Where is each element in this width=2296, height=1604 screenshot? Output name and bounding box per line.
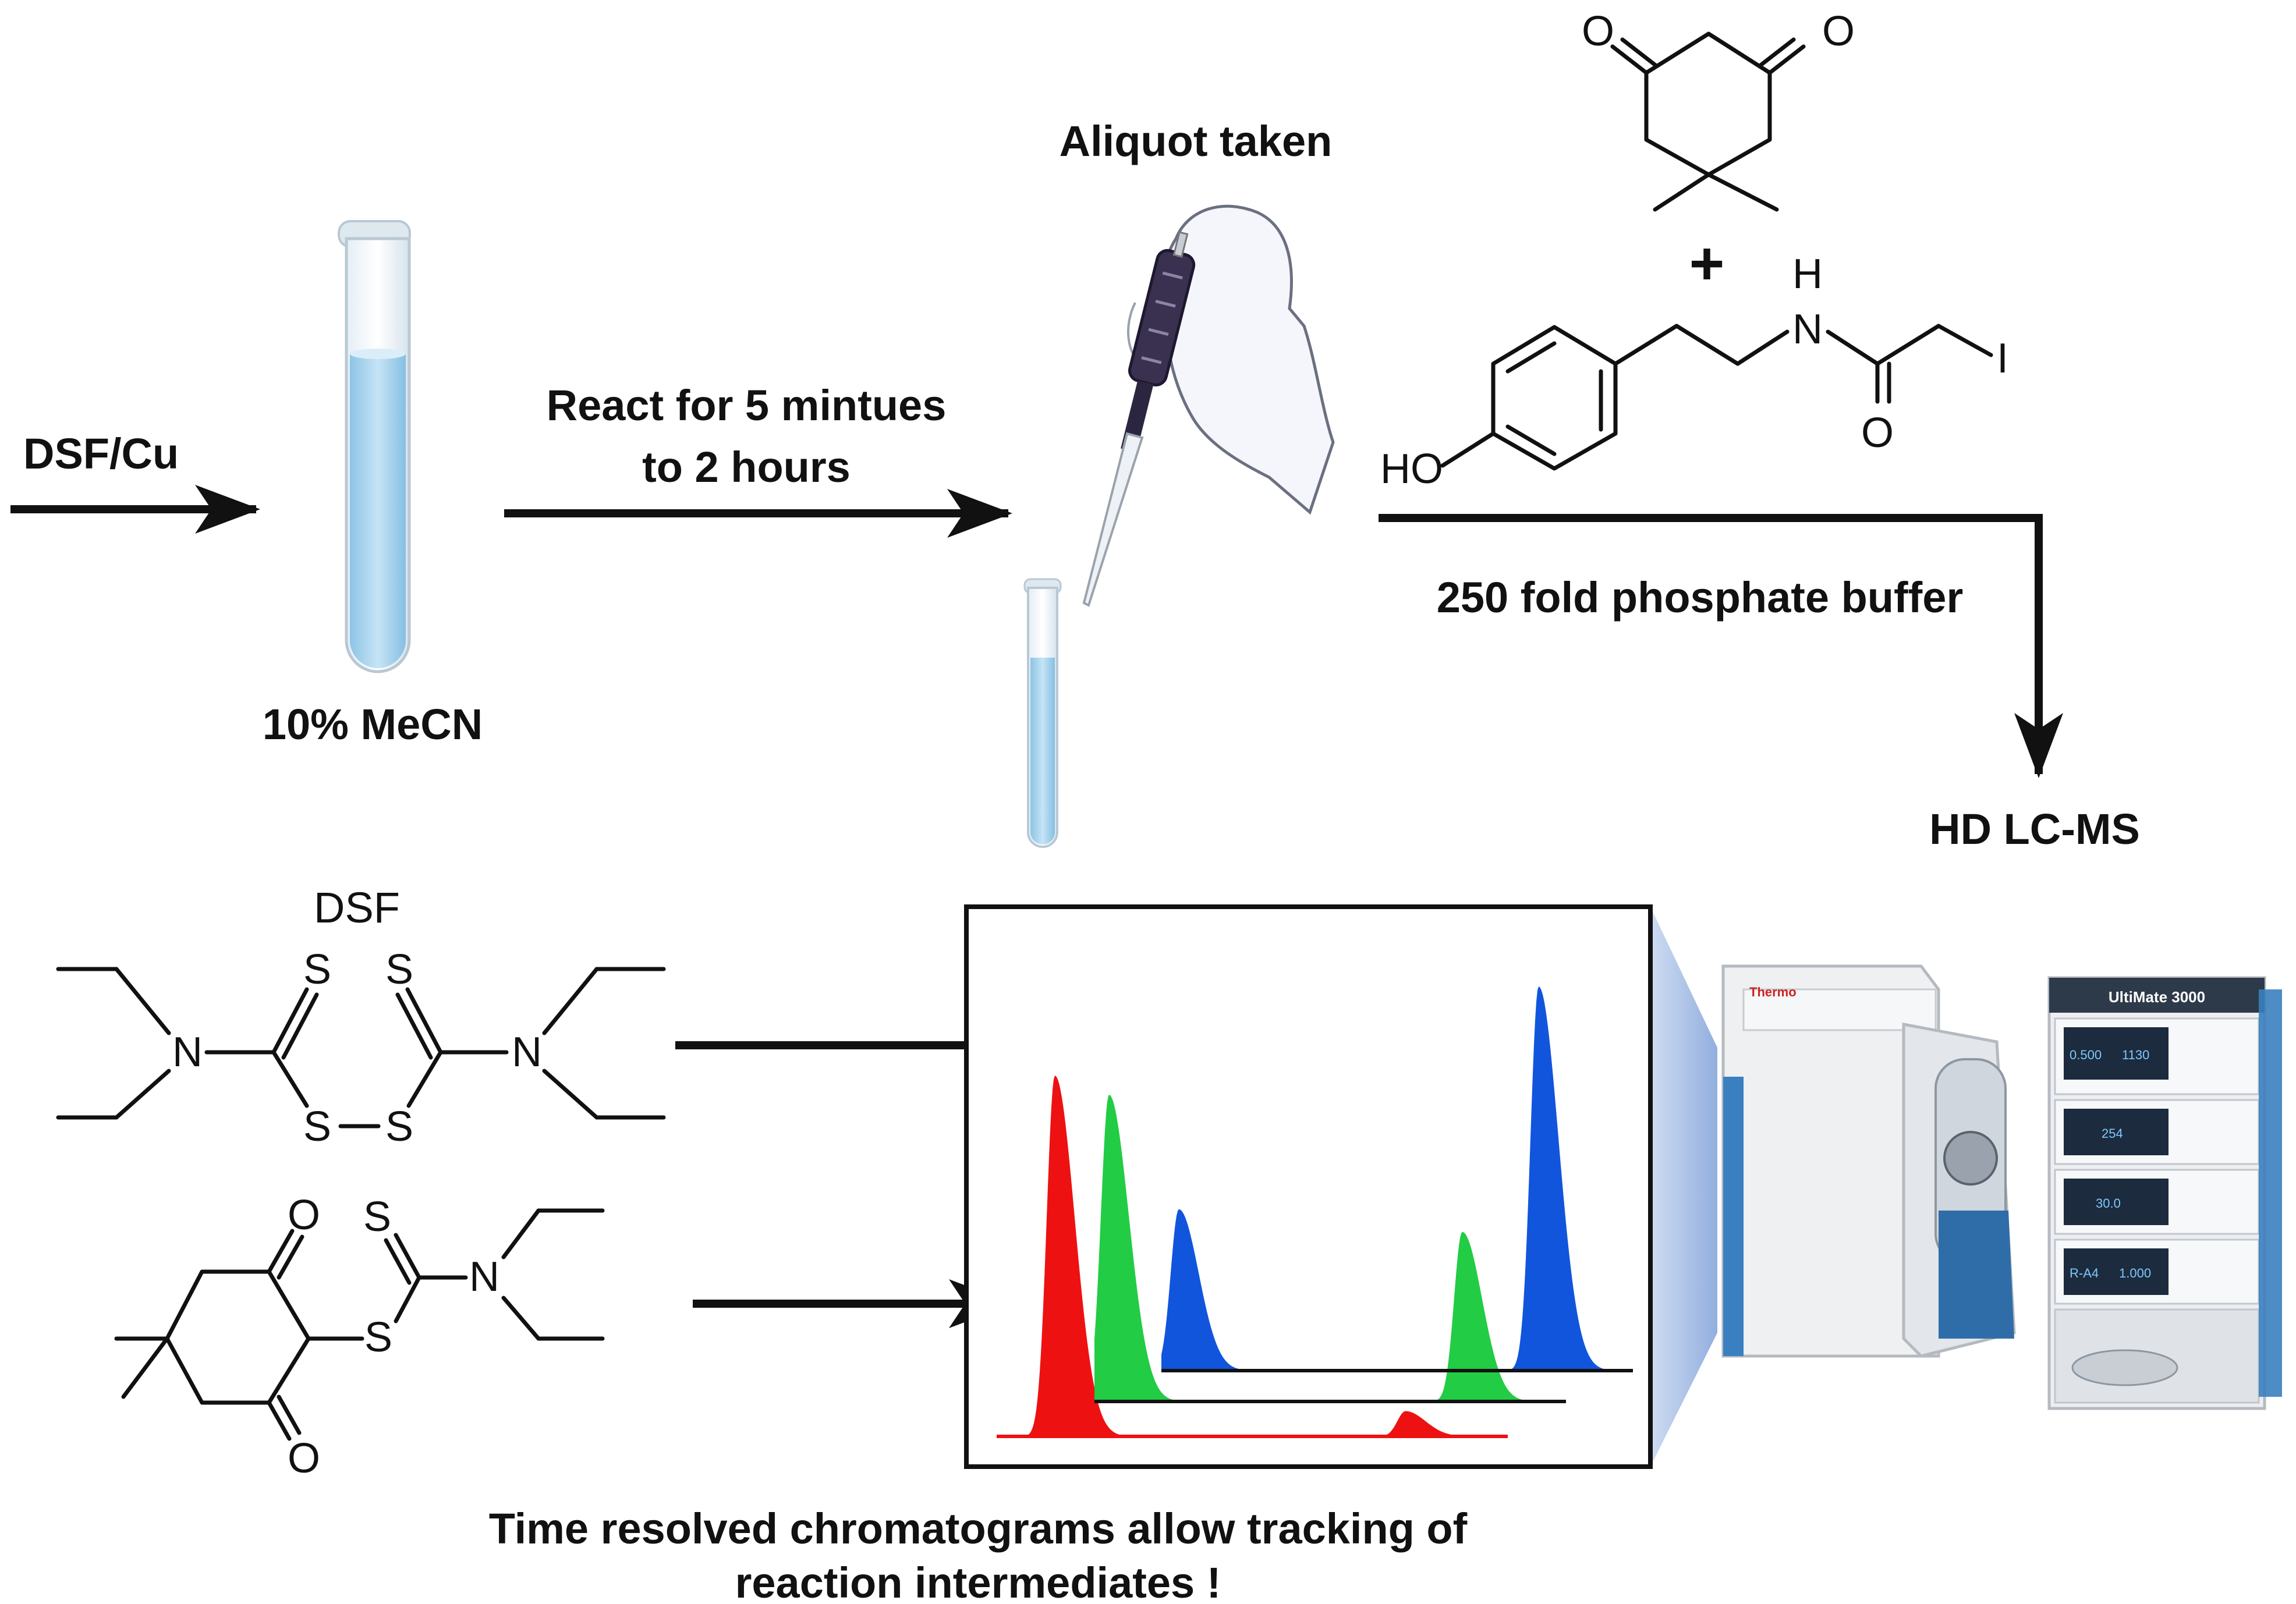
tyramine-hydrogen: H xyxy=(1792,251,1823,297)
chromatogram-trace-green xyxy=(1094,1095,1566,1401)
adduct-oxygen-1: O xyxy=(288,1192,320,1239)
dsf-nitrogen-1: N xyxy=(172,1029,203,1076)
adduct-sulfur-1: S xyxy=(364,1314,392,1361)
reaction-time-label-1: React for 5 mintues xyxy=(547,381,947,430)
aliquot-label: Aliquot taken xyxy=(1060,117,1333,165)
dsf-structure: N S S S S N xyxy=(56,946,666,1150)
pipette-hand-icon xyxy=(1023,204,1335,848)
buffer-arrow xyxy=(1379,514,2063,778)
zoom-funnel xyxy=(1650,907,1717,1467)
adduct-sulfur-2: S xyxy=(363,1194,391,1240)
lc-module-1: 0.500 1130 xyxy=(2054,1017,2260,1095)
tyramine-iodine: I xyxy=(1997,335,2008,382)
chromatogram-plot xyxy=(997,986,1633,1438)
tyramine-oxygen: O xyxy=(1861,410,1894,456)
test-tube-icon xyxy=(338,220,411,673)
instrument-label: HD LC-MS xyxy=(1929,805,2140,853)
chromatogram-trace-red xyxy=(997,1076,1508,1436)
dsf-sulfur-1: S xyxy=(303,946,331,993)
tyramine-hydroxyl: HO xyxy=(1380,446,1443,492)
lc-ms-instrument-icon: Thermo UltiMate 3000 0.500 1130 254 30.0 xyxy=(1721,964,2282,1410)
instrument-brand-ms: Thermo xyxy=(1749,985,1797,999)
dsf-name-label: DSF xyxy=(314,883,400,932)
adduct-oxygen-2: O xyxy=(288,1435,320,1482)
adduct-nitrogen: N xyxy=(469,1254,499,1300)
instrument-model: UltiMate 3000 xyxy=(2109,988,2205,1006)
reaction-time-label-2: to 2 hours xyxy=(642,443,851,491)
chromatogram-trace-blue xyxy=(1161,986,1633,1371)
dsf-sulfur-3: S xyxy=(303,1103,331,1150)
lc-readout-4b: 1.000 xyxy=(2119,1266,2151,1280)
dsf-nitrogen-2: N xyxy=(512,1029,542,1076)
tyramine-nitrogen: N xyxy=(1792,306,1823,353)
lc-readout-2: 254 xyxy=(2102,1126,2123,1141)
lc-readout-1a: 0.500 xyxy=(2070,1048,2102,1062)
reagent-label: DSF/Cu xyxy=(23,430,179,478)
solvent-label: 10% MeCN xyxy=(263,700,483,748)
lc-readout-3: 30.0 xyxy=(2096,1196,2121,1211)
lc-module-3: 30.0 xyxy=(2054,1169,2260,1235)
caption-line-2: reaction intermediates ! xyxy=(735,1559,1221,1604)
lc-module-2: 254 xyxy=(2054,1099,2260,1165)
dimedone-structure: O O xyxy=(1582,8,1855,212)
lc-readout-1b: 1130 xyxy=(2122,1048,2149,1062)
plus-sign: + xyxy=(1689,230,1725,297)
lc-readout-4a: R-A4 xyxy=(2070,1266,2099,1280)
dimedone-oxygen-2: O xyxy=(1822,8,1855,55)
lc-module-4: R-A4 1.000 xyxy=(2054,1239,2260,1305)
dsf-sulfur-4: S xyxy=(385,1103,413,1150)
dsf-sulfur-2: S xyxy=(385,946,413,993)
iodoacetyl-tyramine-structure: H N O I HO xyxy=(1380,251,2008,492)
buffer-label: 250 fold phosphate buffer xyxy=(1437,573,1964,622)
caption-line-1: Time resolved chromatograms allow tracki… xyxy=(489,1504,1468,1553)
dimedone-dtc-adduct-structure: O O S S N xyxy=(114,1192,605,1482)
dimedone-oxygen-1: O xyxy=(1582,8,1614,55)
